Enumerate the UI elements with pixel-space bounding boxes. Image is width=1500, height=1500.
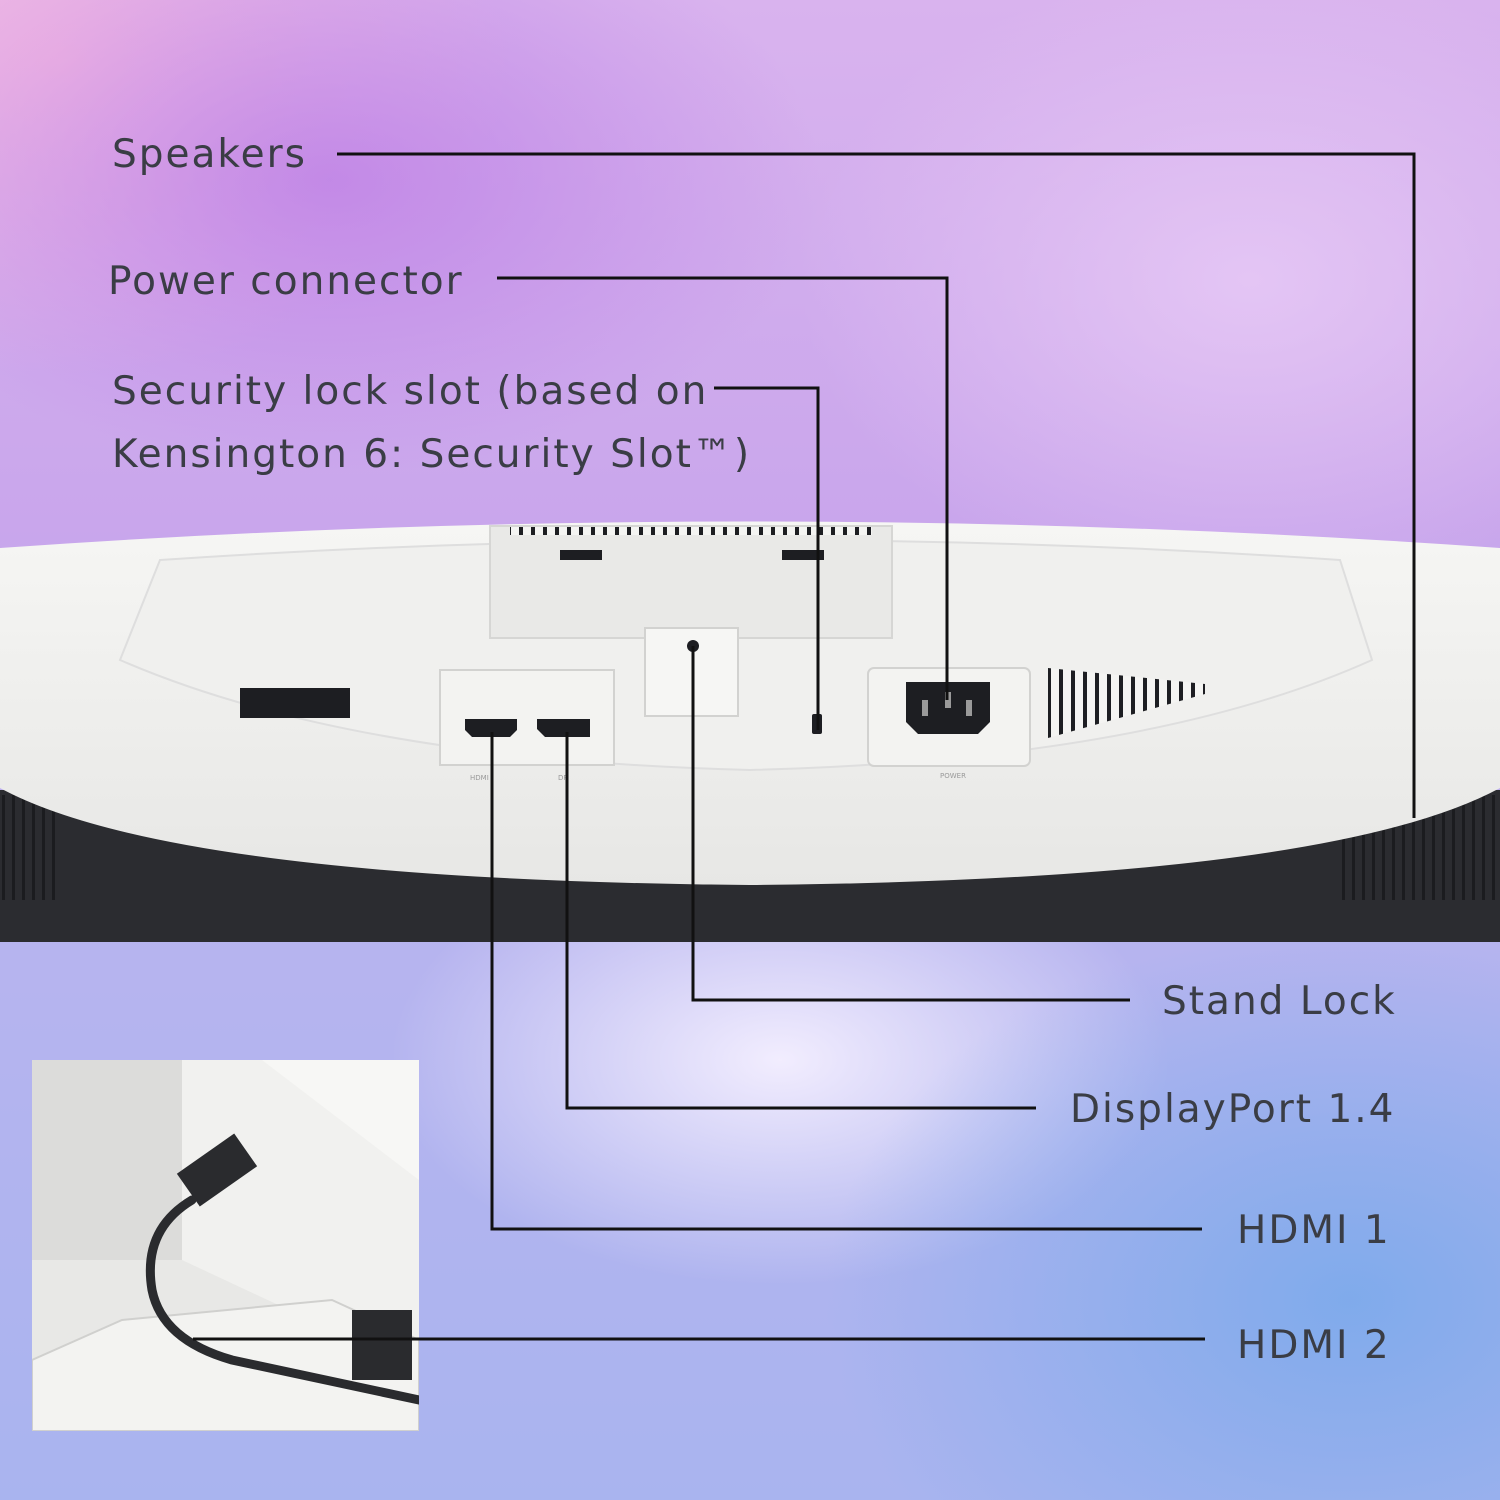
vesa-slot-left (560, 550, 602, 560)
displayport-port (537, 719, 590, 737)
power-connector-label: Power connector (108, 259, 464, 304)
speaker-grill-left (0, 795, 60, 900)
vesa-vent-row (510, 527, 872, 535)
hdmi-port (465, 719, 517, 737)
security-lock-label-line-2: Kensington 6: Security Slot™) (112, 432, 752, 477)
security-lock-label: Security lock slot (based on Kensington … (112, 360, 751, 486)
inset-photo (32, 1060, 419, 1431)
power-port-mark: POWER (940, 772, 966, 780)
hdmi-1-label: HDMI 1 (1237, 1208, 1391, 1253)
vesa-recess (489, 525, 893, 639)
stand-lock-hole (687, 640, 699, 652)
displayport-label: DisplayPort 1.4 (1070, 1087, 1396, 1132)
stand-cavity (240, 688, 350, 718)
power-pin-center (945, 692, 951, 708)
speakers-label: Speakers (112, 132, 307, 177)
power-pin-left (922, 700, 928, 716)
power-pin-right (966, 700, 972, 716)
stand-lock-label: Stand Lock (1162, 979, 1397, 1024)
vesa-slot-right (782, 550, 824, 560)
inset-hdmi-plug (176, 1133, 258, 1207)
inset-plug-right (352, 1310, 412, 1380)
dp-port-mark: DP (558, 774, 568, 782)
hdmi-port-mark: HDMI (470, 774, 489, 782)
port-panel (439, 669, 615, 766)
security-slot (812, 714, 822, 734)
security-lock-label-line-1: Security lock slot (based on (112, 369, 709, 414)
hdmi-2-label: HDMI 2 (1237, 1323, 1391, 1368)
inset-cable (145, 1195, 419, 1405)
